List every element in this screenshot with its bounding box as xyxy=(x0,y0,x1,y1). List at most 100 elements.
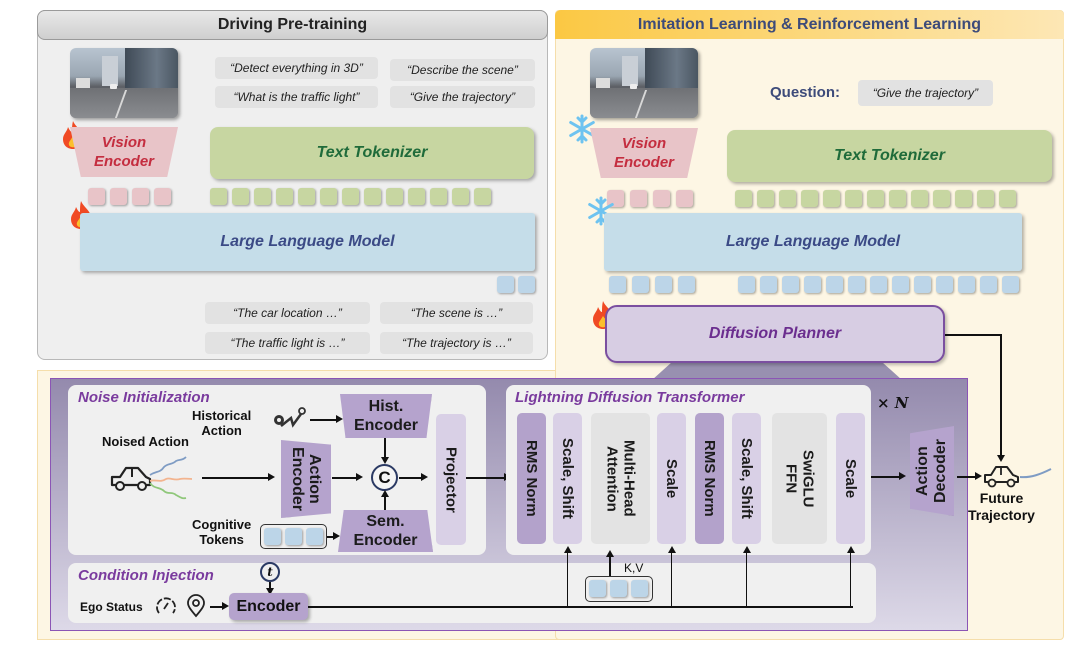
pink-token xyxy=(676,190,693,207)
future-trajectory-line1: Future xyxy=(979,490,1024,506)
cognitive-token xyxy=(285,528,302,545)
green-token xyxy=(342,188,359,205)
future-trajectory-label: Future Trajectory xyxy=(968,490,1035,524)
output-traffic-light: “The traffic light is …” xyxy=(205,332,370,354)
pretraining-title: Driving Pre-training xyxy=(37,10,548,40)
arrow-icon xyxy=(336,415,343,423)
future-car-icon xyxy=(984,466,1052,488)
cognitive-tokens-line2: Tokens xyxy=(199,532,244,547)
green-token xyxy=(757,190,774,207)
condition-injection-title: Condition Injection xyxy=(78,567,214,584)
arrow-icon xyxy=(381,457,389,464)
green-token xyxy=(801,190,818,207)
route-icon xyxy=(274,407,306,428)
location-pin-icon xyxy=(187,594,205,618)
arrow-line xyxy=(957,476,977,478)
llm-il: Large Language Model xyxy=(604,213,1022,271)
kv-token xyxy=(610,580,627,597)
prompt-trajectory: “Give the trajectory” xyxy=(390,86,535,108)
condition-encoder: Encoder xyxy=(229,593,308,620)
text-tokenizer-pretrain: Text Tokenizer xyxy=(210,127,534,179)
ldt-block-label: Scale xyxy=(663,458,680,499)
arrow-icon xyxy=(421,473,428,481)
kv-arrow-line xyxy=(609,556,611,576)
ldt-block-label: SwiGLU FFN xyxy=(782,449,817,508)
question-value: “Give the trajectory” xyxy=(858,80,993,106)
green-token xyxy=(845,190,862,207)
green-token xyxy=(430,188,447,205)
action-decoder: Action Decoder xyxy=(910,426,954,516)
blue-token xyxy=(804,276,821,293)
prompt-traffic-light: “What is the traffic light” xyxy=(215,86,378,108)
arrow-line xyxy=(310,419,338,421)
vision-encoder-pretrain: Vision Encoder xyxy=(70,127,178,177)
ldt-block-label: Multi-Head Attention xyxy=(603,440,638,517)
condition-riser-line xyxy=(745,551,748,606)
kv-token-group xyxy=(585,576,653,602)
vision-encoder-label-2: Encoder xyxy=(613,154,674,171)
blue-token xyxy=(980,276,997,293)
blue-token xyxy=(826,276,843,293)
ldt-block-rms-norm: RMS Norm xyxy=(695,413,724,544)
action-encoder: Action Encoder xyxy=(281,440,331,518)
blue-token xyxy=(609,276,626,293)
ldt-block-label: Scale xyxy=(842,458,859,499)
arrow-icon xyxy=(356,473,363,481)
cognitive-token xyxy=(306,528,323,545)
historical-action-line2: Action xyxy=(201,423,242,438)
green-token xyxy=(735,190,752,207)
kv-token xyxy=(631,580,648,597)
planner-output-line xyxy=(945,334,1001,336)
condition-riser-line xyxy=(849,551,852,606)
green-token xyxy=(823,190,840,207)
pink-token xyxy=(132,188,149,205)
ldt-block-scale-shift: Scale, Shift xyxy=(732,413,761,544)
llm-pretrain: Large Language Model xyxy=(80,213,535,271)
vision-encoder-label-1: Vision xyxy=(621,135,667,152)
repeat-n-label: × N xyxy=(877,394,909,412)
pink-token xyxy=(630,190,647,207)
arrow-icon xyxy=(899,472,906,480)
blue-token xyxy=(782,276,799,293)
pink-token xyxy=(154,188,171,205)
ldt-block-label: Scale, Shift xyxy=(559,438,576,519)
text-tokenizer-il: Text Tokenizer xyxy=(727,130,1052,182)
historical-action-line1: Historical xyxy=(192,408,252,423)
action-encoder-label: Action Encoder xyxy=(289,446,323,511)
green-token xyxy=(779,190,796,207)
green-token xyxy=(276,188,293,205)
condition-bus-line xyxy=(308,606,853,608)
concat-node: C xyxy=(371,464,398,491)
arrow-icon xyxy=(997,455,1005,462)
pink-token xyxy=(88,188,105,205)
sem-encoder-line1: Sem. xyxy=(366,513,405,530)
timestep-node: t xyxy=(260,562,280,582)
green-token xyxy=(386,188,403,205)
blue-token xyxy=(497,276,514,293)
vision-encoder-label-1: Vision xyxy=(101,134,147,151)
snowflake-icon xyxy=(569,114,595,144)
question-label: Question: xyxy=(770,84,840,101)
hist-encoder: Hist. Encoder xyxy=(340,394,432,438)
sem-encoder-line2: Encoder xyxy=(353,532,418,549)
arrow-icon xyxy=(742,546,751,553)
driving-scene-image xyxy=(590,48,698,118)
expansion-connector xyxy=(652,362,902,380)
cognitive-tokens-label: Cognitive Tokens xyxy=(192,517,251,547)
green-token xyxy=(364,188,381,205)
blue-token xyxy=(892,276,909,293)
output-trajectory: “The trajectory is …” xyxy=(380,332,533,354)
vision-encoder-il: Vision Encoder xyxy=(590,128,698,178)
noised-action-label: Noised Action xyxy=(102,434,189,449)
blue-token xyxy=(678,276,695,293)
arrow-icon xyxy=(846,546,855,553)
arrow-line xyxy=(332,477,358,479)
blue-token xyxy=(958,276,975,293)
ldt-block-scale: Scale xyxy=(836,413,865,544)
arrow-icon xyxy=(266,588,274,595)
sem-encoder: Sem. Encoder xyxy=(338,510,433,552)
ldt-block-rms-norm: RMS Norm xyxy=(517,413,546,544)
arrow-line xyxy=(269,582,271,590)
blue-token xyxy=(848,276,865,293)
historical-action-label: Historical Action xyxy=(192,408,251,438)
